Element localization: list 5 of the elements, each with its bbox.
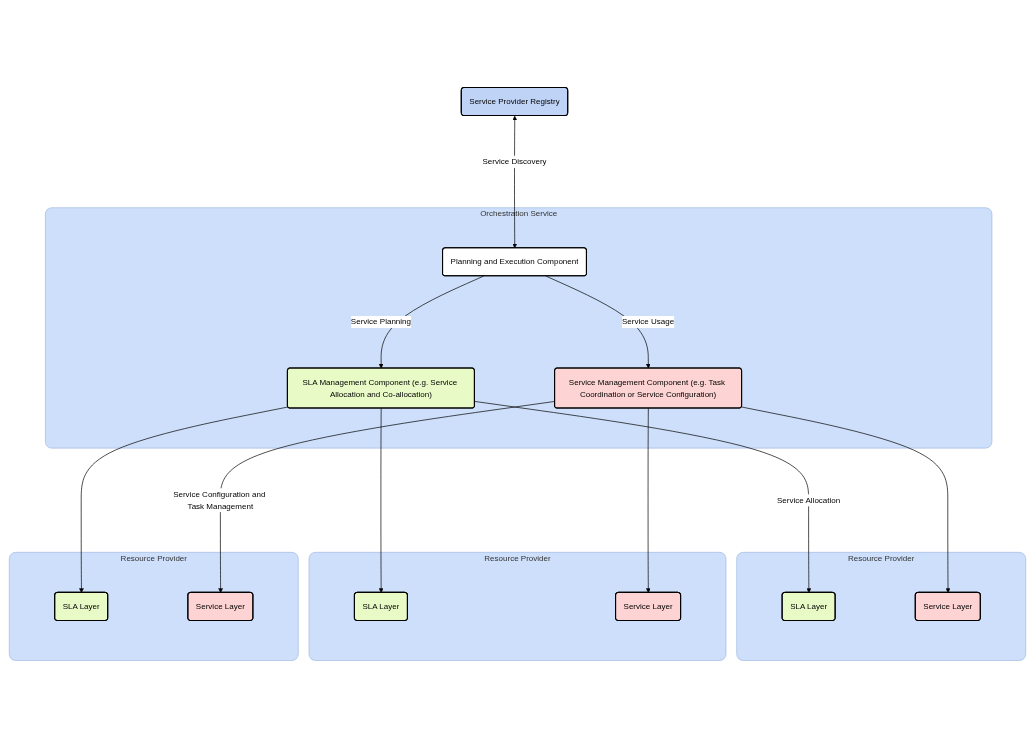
edge-label: Service Usage xyxy=(622,316,675,326)
edge-label: Service Allocation xyxy=(776,494,841,504)
edge-label: Service Discovery xyxy=(482,156,547,166)
edge-label: Service Planning xyxy=(350,316,411,326)
edge-label: Service Configuration and Task Management xyxy=(173,488,266,510)
